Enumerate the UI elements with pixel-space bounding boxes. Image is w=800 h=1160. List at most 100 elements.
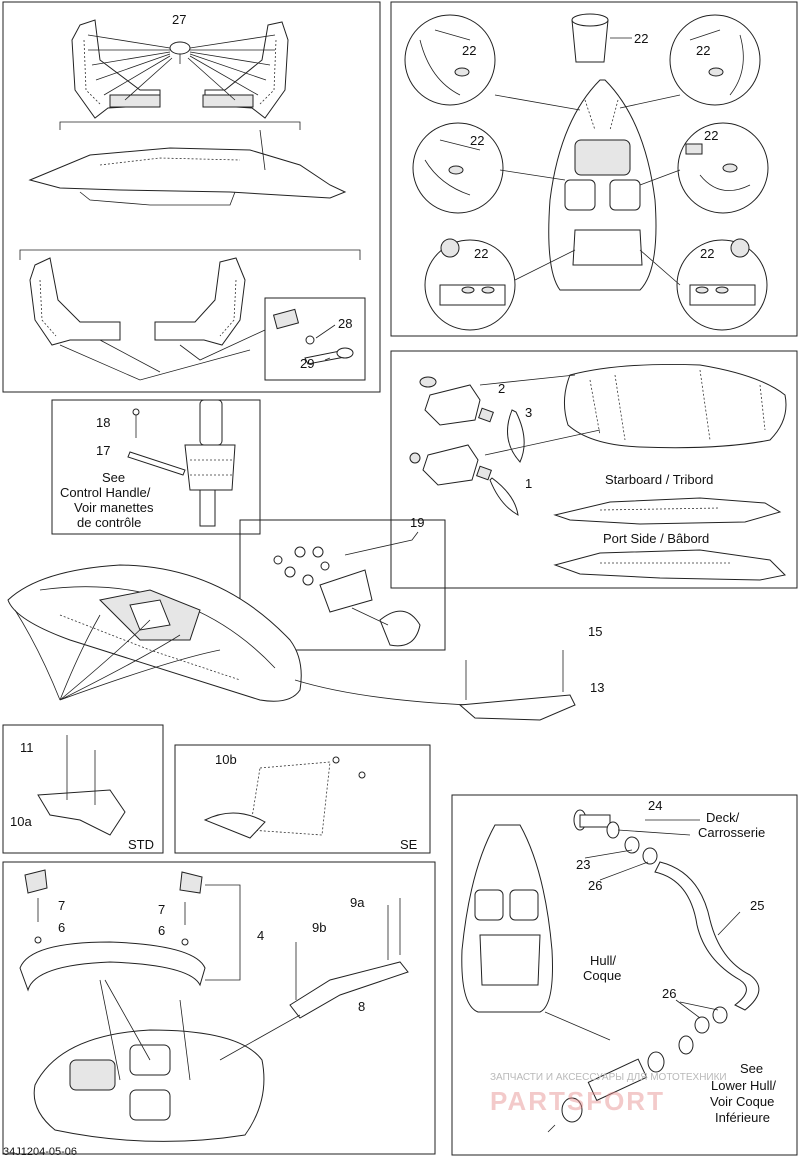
screw-7-left: [34, 898, 42, 944]
pad-bracket-upper: [419, 376, 494, 426]
panel-grab-handles: [2, 861, 436, 1155]
seat-cushion-right-bottom: [154, 257, 246, 346]
callout-10b: 10b: [215, 752, 237, 767]
callout-11: 11: [20, 740, 34, 755]
callout-19: 19: [410, 515, 424, 530]
label-se: SE: [400, 837, 418, 852]
label-hull-2: Coque: [583, 968, 621, 983]
footrest-bar-8: [289, 898, 409, 1019]
clamps-26-upper: [624, 836, 658, 865]
callout-3: 3: [525, 405, 532, 420]
panel-bilge-hose: [451, 794, 798, 1156]
hull-side-starboard: [553, 497, 782, 525]
detail-circle-4: [677, 122, 769, 214]
fitting-24: [573, 809, 620, 839]
panel-tow-eye: [239, 519, 446, 651]
screw-7-right: [181, 902, 189, 946]
panel-std-cleat: [2, 724, 164, 854]
label-see-control-1: See: [102, 470, 125, 485]
callout-22-6: 22: [700, 246, 714, 261]
callout-13: 13: [590, 680, 604, 695]
panel-control-handle: [51, 399, 261, 535]
pin-18: [132, 408, 140, 438]
callout-22-2: 22: [696, 43, 710, 58]
callout-22-1: 22: [462, 43, 476, 58]
callout-24: 24: [648, 798, 662, 813]
fastener-28-29: [272, 308, 354, 365]
leader: [544, 1011, 611, 1041]
leader-lines-boat: [14, 609, 221, 701]
bracket-4: [205, 884, 241, 981]
label-see-control-4: de contrôle: [77, 515, 141, 530]
callout-1: 1: [525, 476, 532, 491]
seat-cushion-left-top: [71, 19, 161, 119]
label-lower-3: Voir Coque: [710, 1094, 774, 1109]
label-see-control-2: Control Handle/: [60, 485, 151, 500]
leader-lines-handles: [99, 979, 301, 1081]
label-port: Port Side / Bâbord: [603, 531, 709, 546]
label-hull-1: Hull/: [590, 953, 616, 968]
callout-26-lower: 26: [662, 986, 676, 1001]
callout-27: 27: [172, 12, 186, 27]
control-handle: [184, 399, 236, 527]
grab-handle-cover-left: [24, 869, 48, 894]
diagram-id: 34J1204-05-06: [3, 1146, 77, 1158]
detail-circle-1: [404, 14, 496, 106]
tie-strap-3: [507, 409, 525, 463]
callout-18: 18: [96, 415, 110, 430]
detail-circle-6: [676, 238, 768, 331]
seat-cushion-right-top: [202, 21, 289, 119]
label-lower-2: Lower Hull/: [711, 1078, 776, 1093]
callout-7-left: 7: [58, 898, 65, 913]
deck-top-view-padding: [564, 363, 787, 449]
callout-9b: 9b: [312, 920, 326, 935]
panel-side-padding: [390, 350, 798, 589]
grab-handle-4: [19, 941, 206, 992]
callout-22-5: 22: [474, 246, 488, 261]
callout-10a: 10a: [10, 814, 32, 829]
boat-top-view-bilge: [461, 824, 553, 1013]
callout-29: 29: [300, 356, 314, 371]
callout-6-right: 6: [158, 923, 165, 938]
callout-23: 23: [576, 857, 590, 872]
callout-6-left: 6: [58, 920, 65, 935]
cleat-std: [37, 735, 126, 836]
boat-top-view-handles: [33, 1029, 265, 1142]
link-17: [127, 451, 186, 476]
leader-to-13: [294, 679, 471, 706]
watermark-logo: PARTSFORT: [490, 1086, 665, 1116]
snap-fastener-27: [169, 41, 191, 64]
label-see-control-3: Voir manettes: [74, 500, 154, 515]
callout-17: 17: [96, 443, 110, 458]
panel-fastener-detail: [264, 297, 366, 381]
panel-se-cleat: [174, 744, 431, 854]
callout-25: 25: [750, 898, 764, 913]
callout-9a: 9a: [350, 895, 365, 910]
label-lower-1: See: [740, 1061, 763, 1076]
callout-22-3: 22: [470, 133, 484, 148]
label-deck-2: Carrosserie: [698, 825, 765, 840]
label-lower-4: Inférieure: [715, 1110, 770, 1125]
tow-eye-hardware: [273, 546, 421, 647]
callout-22-cup: 22: [634, 31, 648, 46]
leader: [259, 129, 266, 171]
cup-holder-22: [571, 13, 609, 63]
cleat-se: [203, 756, 366, 839]
callout-4: 4: [257, 928, 264, 943]
panel-drain-plugs: [390, 1, 798, 337]
leader-lines: [59, 329, 266, 381]
hull-side-port: [553, 549, 787, 581]
boat-deck-side-view: [28, 147, 347, 206]
leader: [344, 531, 419, 556]
boat-main-view: [7, 564, 302, 702]
rear-grab-bar-13: [458, 650, 576, 721]
callout-26-upper: 26: [588, 878, 602, 893]
detail-circle-3: [412, 122, 504, 214]
seat-cushion-left-bottom: [29, 257, 121, 346]
group-bracket: [59, 121, 301, 130]
callout-2: 2: [498, 381, 505, 396]
clamps-26-lower: [694, 1006, 728, 1034]
grab-handle-cover-right: [179, 871, 203, 894]
callout-15: 15: [588, 624, 602, 639]
